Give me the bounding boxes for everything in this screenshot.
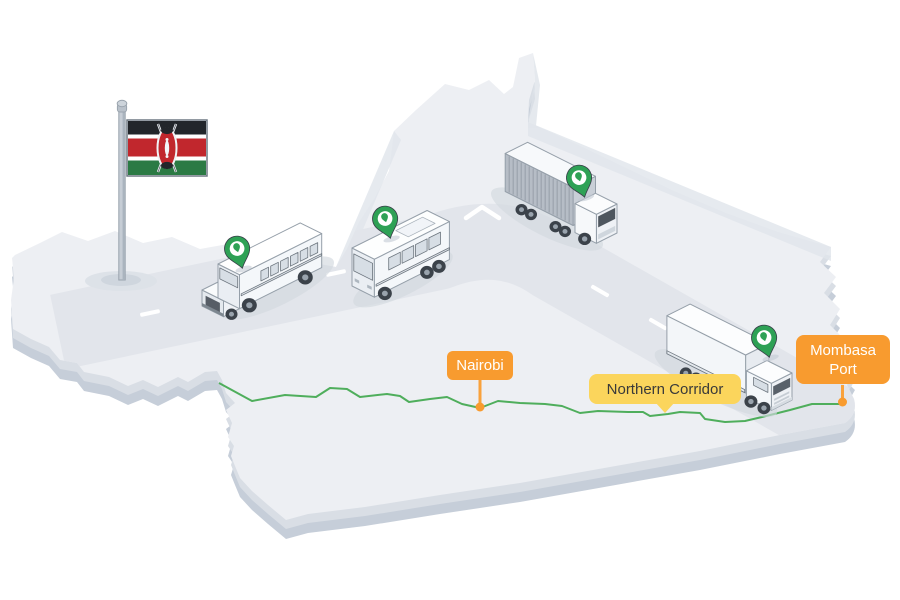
northern-corridor-label: Northern Corridor bbox=[589, 374, 741, 404]
nairobi-dot bbox=[475, 402, 485, 412]
flag-pole-shade bbox=[122, 110, 125, 280]
flag-pole-cap-top bbox=[116, 99, 128, 108]
flag-emblem bbox=[156, 123, 178, 173]
pins-layer bbox=[224, 164, 779, 362]
school-bus bbox=[201, 222, 335, 320]
mombasa-dot bbox=[838, 397, 847, 407]
location-pin-icon bbox=[751, 324, 779, 362]
nairobi-label: Nairobi bbox=[447, 351, 513, 380]
location-pin-icon bbox=[372, 205, 400, 243]
location-pin-icon bbox=[566, 164, 595, 202]
northern-corridor-label-tail bbox=[655, 402, 675, 413]
route-line bbox=[218, 382, 840, 423]
mombasa-port-label: Mombasa Port bbox=[796, 335, 890, 384]
label-leaders bbox=[475, 380, 847, 412]
road-bend-chevron bbox=[463, 204, 502, 221]
kenya-flag-icon bbox=[85, 99, 208, 291]
coach-bus bbox=[351, 210, 453, 308]
vehicles-layer bbox=[201, 141, 793, 417]
location-pin-icon bbox=[224, 235, 252, 273]
